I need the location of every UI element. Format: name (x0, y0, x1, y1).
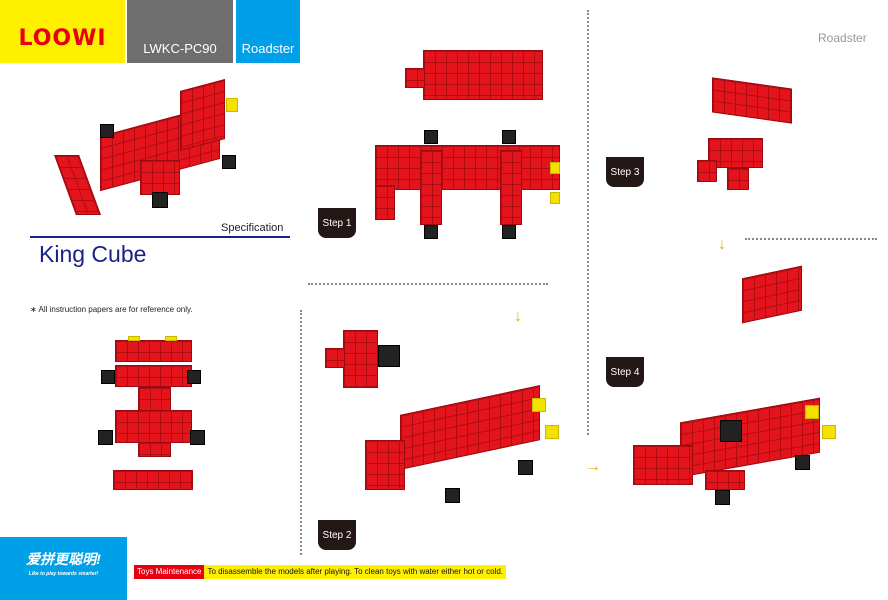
divider (308, 283, 548, 285)
brand-logo-panel: LOOWI (0, 0, 125, 63)
step-4-label: Step 4 (606, 357, 644, 387)
specification-label: Specification (221, 222, 284, 234)
next-arrow-icon: ↓ (718, 236, 726, 253)
maintenance-label: Toys Maintenance (134, 565, 205, 579)
maintenance-text: To disassemble the models after playing.… (204, 565, 507, 579)
specification-divider (30, 236, 290, 238)
maintenance-bar: Toys Maintenance To disassemble the mode… (134, 565, 507, 579)
step-1-label: Step 1 (318, 208, 356, 238)
next-arrow-icon: → (585, 458, 601, 475)
reference-note: ∗ All instruction papers are for referen… (30, 305, 193, 314)
slogan-chinese: 爱拼更聪明! (26, 551, 101, 567)
corner-title: Roadster (818, 31, 867, 45)
divider (300, 310, 302, 555)
product-title: King Cube (39, 241, 147, 267)
slogan-panel: 爱拼更聪明! Like to play towards smarter! (0, 537, 127, 600)
slogan-english: Like to play towards smarter! (28, 571, 99, 577)
model-name-panel: Roadster (236, 0, 300, 63)
divider (745, 238, 877, 240)
model-code: LWKC-PC90 (143, 41, 217, 56)
brand-logo: LOOWI (18, 26, 107, 51)
next-arrow-icon: ↓ (514, 308, 522, 325)
step-2-label: Step 2 (318, 520, 356, 550)
step-3-label: Step 3 (606, 157, 644, 187)
divider (587, 10, 589, 435)
model-code-panel: LWKC-PC90 (127, 0, 233, 63)
model-name: Roadster (241, 41, 295, 56)
